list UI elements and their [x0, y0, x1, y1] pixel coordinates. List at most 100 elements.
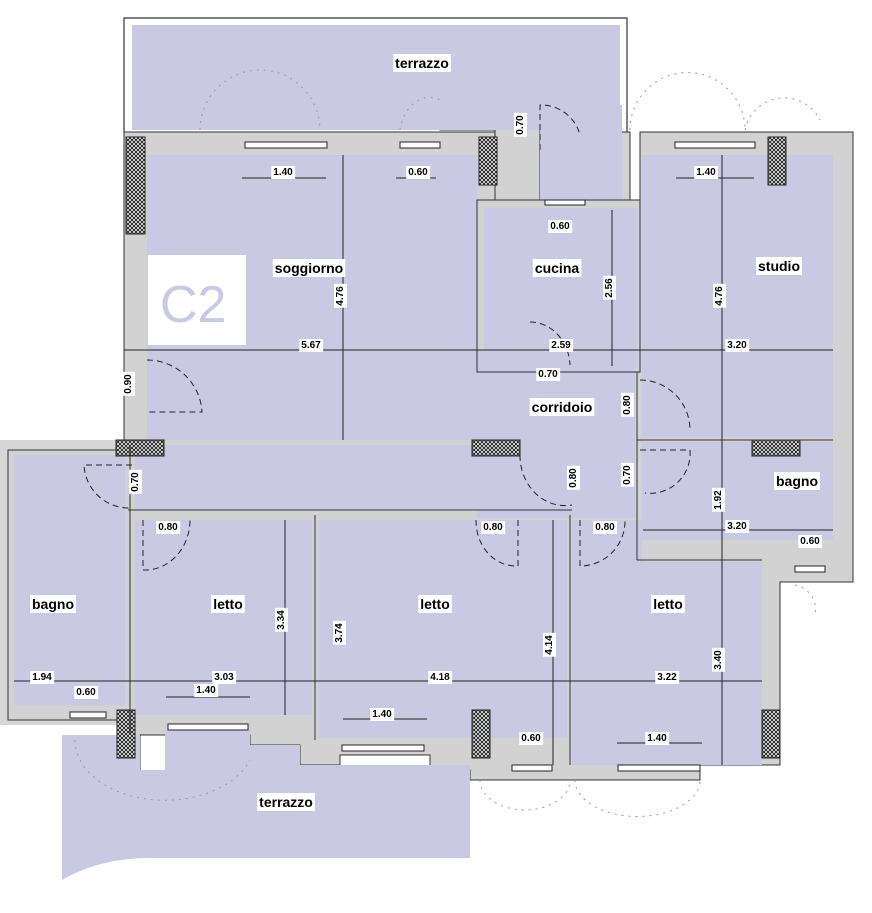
terrazzo-top-area: [132, 25, 620, 130]
dim-label: 3.34: [276, 610, 287, 630]
label-background: [194, 684, 219, 697]
label-background: [481, 521, 506, 534]
label-background: [621, 462, 634, 487]
dimension-labels: 1.40 0.60 0.60 2.56 4.76 1.40 4.76 5.67 …: [30, 112, 823, 745]
label-background: [333, 620, 346, 645]
label-background: [514, 112, 527, 137]
room-label-bagno-left: bagno: [32, 596, 74, 612]
dim-label: 0.80: [595, 522, 615, 533]
label-background: [271, 166, 296, 179]
dim-label: 1.40: [372, 709, 392, 720]
label-background: [129, 469, 142, 494]
dim-label: 1.40: [196, 685, 216, 696]
label-background: [725, 520, 750, 533]
label-background: [603, 275, 616, 300]
label-background: [548, 220, 573, 233]
dim-label: 0.70: [622, 465, 633, 485]
dim-label: 3.22: [657, 672, 677, 683]
label-background: [272, 259, 346, 277]
bagno-left-area: [14, 455, 125, 705]
room-label-soggiorno: soggiorno: [275, 260, 343, 276]
entrance-area: [540, 105, 622, 200]
door-swings[interactable]: [83, 104, 691, 571]
dim-label: 0.60: [408, 167, 428, 178]
room-label-corridoio: corridoio: [532, 399, 593, 415]
dim-label: 4.18: [430, 672, 450, 683]
label-background: [756, 257, 802, 275]
dim-label: 4.76: [335, 286, 346, 306]
label-background: [30, 671, 55, 684]
dim-label: 1.40: [696, 167, 716, 178]
room-label-letto-2: letto: [420, 596, 450, 612]
label-background: [212, 671, 237, 684]
label-background: [74, 686, 99, 699]
label-background: [418, 595, 452, 613]
label-background: [621, 392, 634, 417]
dim-label: 3.20: [727, 521, 747, 532]
dim-label: 0.70: [538, 369, 558, 380]
label-background: [712, 647, 725, 672]
label-background: [593, 521, 618, 534]
label-background: [798, 535, 823, 548]
label-background: [549, 339, 574, 352]
dim-label: 2.56: [604, 278, 615, 298]
dim-label: 3.40: [713, 650, 724, 670]
unit-badge: [148, 255, 246, 345]
dim-label: 3.74: [334, 623, 345, 643]
label-background: [30, 595, 76, 613]
label-background: [370, 708, 395, 721]
dim-label: 0.80: [483, 522, 503, 533]
dim-label: 0.70: [515, 115, 526, 135]
dim-label: 1.92: [713, 490, 724, 510]
label-background: [725, 339, 750, 352]
dim-label: 2.59: [551, 340, 571, 351]
dim-label: 0.80: [568, 468, 579, 488]
label-background: [651, 595, 685, 613]
dim-label: 1.94: [32, 672, 52, 683]
room-label-letto-3: letto: [653, 596, 683, 612]
label-background: [567, 465, 580, 490]
dim-label: 4.76: [714, 286, 725, 306]
pillars: [115, 136, 801, 759]
windows[interactable]: [69, 141, 826, 772]
dim-label: 3.03: [214, 672, 234, 683]
dim-label: 0.90: [123, 374, 134, 394]
room-labels: terrazzo soggiorno cucina studio corrido…: [30, 54, 820, 811]
dim-label: 0.80: [158, 522, 178, 533]
label-background: [712, 487, 725, 512]
label-background: [543, 632, 556, 657]
dim-label: 0.60: [76, 687, 96, 698]
dim-label: 0.70: [130, 472, 141, 492]
label-background: [694, 166, 719, 179]
dim-label: 3.20: [727, 340, 747, 351]
dim-label: 4.14: [544, 635, 555, 655]
studio-area: [642, 155, 833, 437]
label-background: [536, 368, 561, 381]
room-label-terrazzo-top: terrazzo: [395, 55, 449, 71]
garden-arcs: [74, 69, 821, 817]
label-background: [428, 671, 453, 684]
label-background: [713, 283, 726, 308]
terrazzo-top-railing: [123, 17, 628, 132]
dim-label: 1.40: [647, 733, 667, 744]
letto-2-area: [318, 520, 567, 738]
label-background: [532, 259, 582, 277]
room-label-letto-1: letto: [213, 596, 243, 612]
room-label-bagno-right: bagno: [776, 473, 818, 489]
dim-label: 1.40: [273, 167, 293, 178]
room-label-terrazzo-bottom: terrazzo: [259, 794, 313, 810]
room-label-studio: studio: [758, 258, 800, 274]
dim-label: 5.67: [301, 340, 321, 351]
label-background: [122, 371, 135, 396]
room-label-cucina: cucina: [535, 260, 580, 276]
label-background: [645, 732, 670, 745]
label-background: [655, 671, 680, 684]
label-background: [519, 732, 544, 745]
label-background: [156, 521, 181, 534]
label-background: [529, 398, 595, 416]
dim-label: 0.60: [800, 536, 820, 547]
label-background: [211, 595, 245, 613]
label-background: [393, 54, 451, 72]
label-background: [774, 472, 820, 490]
